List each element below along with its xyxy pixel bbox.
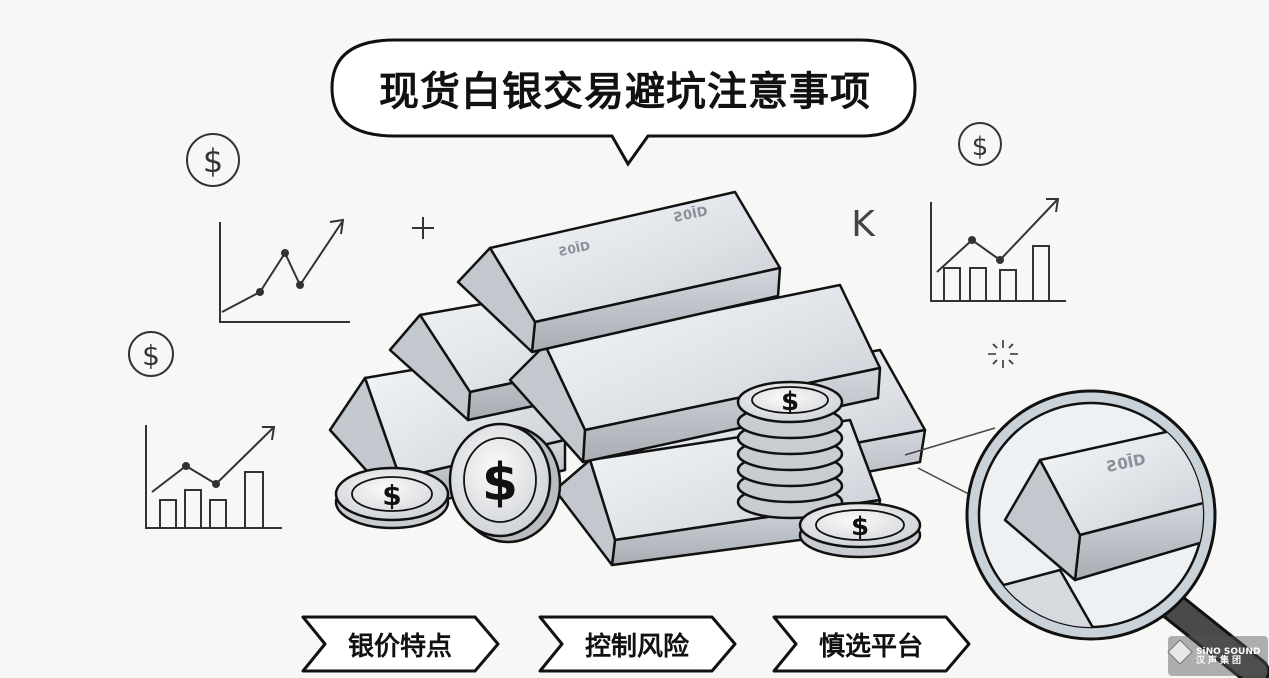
bar-chart-sketch-icon	[930, 198, 1066, 302]
brand-logo-mark	[1167, 636, 1268, 676]
dollar-circle-icon: $	[128, 331, 174, 377]
sketch-letter: K	[851, 204, 876, 245]
line-chart-sketch-icon	[219, 218, 350, 323]
plus-icon	[412, 217, 434, 239]
dollar-sign-icon: $	[851, 512, 869, 542]
dollar-circle-icon: $	[958, 122, 1002, 166]
bar-stamp-text: Ƨ0ĪD	[558, 239, 592, 259]
bar-chart-sketch-icon	[145, 425, 282, 529]
bar-stamp-text: Ƨ0ĪD	[673, 204, 710, 226]
tag-shapes	[301, 615, 971, 673]
brand-logo: SiNO SOUND 汉声集团	[1170, 640, 1266, 674]
coin: $	[448, 422, 562, 544]
dollar-sign-icon: $	[203, 142, 223, 180]
coin: $	[798, 501, 922, 559]
title-speech-bubble	[330, 38, 917, 167]
dollar-sign-icon: $	[482, 453, 518, 513]
dollar-sign-icon: $	[142, 339, 160, 372]
tag-platform-choice: 慎选平台	[818, 631, 923, 662]
silver-bar	[456, 190, 782, 354]
coin-stack: $	[736, 380, 844, 520]
tag-silver-price-traits: 银价特点	[347, 631, 452, 662]
dollar-circle-icon: $	[186, 133, 240, 187]
magnifying-glass-icon: Ƨ0ĪD	[904, 389, 1269, 678]
dollar-sign-icon: $	[382, 479, 401, 512]
sparkle-icon	[988, 340, 1018, 368]
coin: $	[334, 466, 450, 530]
dollar-sign-icon: $	[972, 132, 989, 162]
brand-name-cn: 汉声集团	[1196, 656, 1245, 666]
brand-name-en: SiNO SOUND	[1196, 647, 1261, 657]
page-title: 现货白银交易避坑注意事项	[379, 69, 871, 115]
dollar-sign-icon: $	[781, 387, 799, 417]
tag-risk-control: 控制风险	[584, 631, 689, 662]
